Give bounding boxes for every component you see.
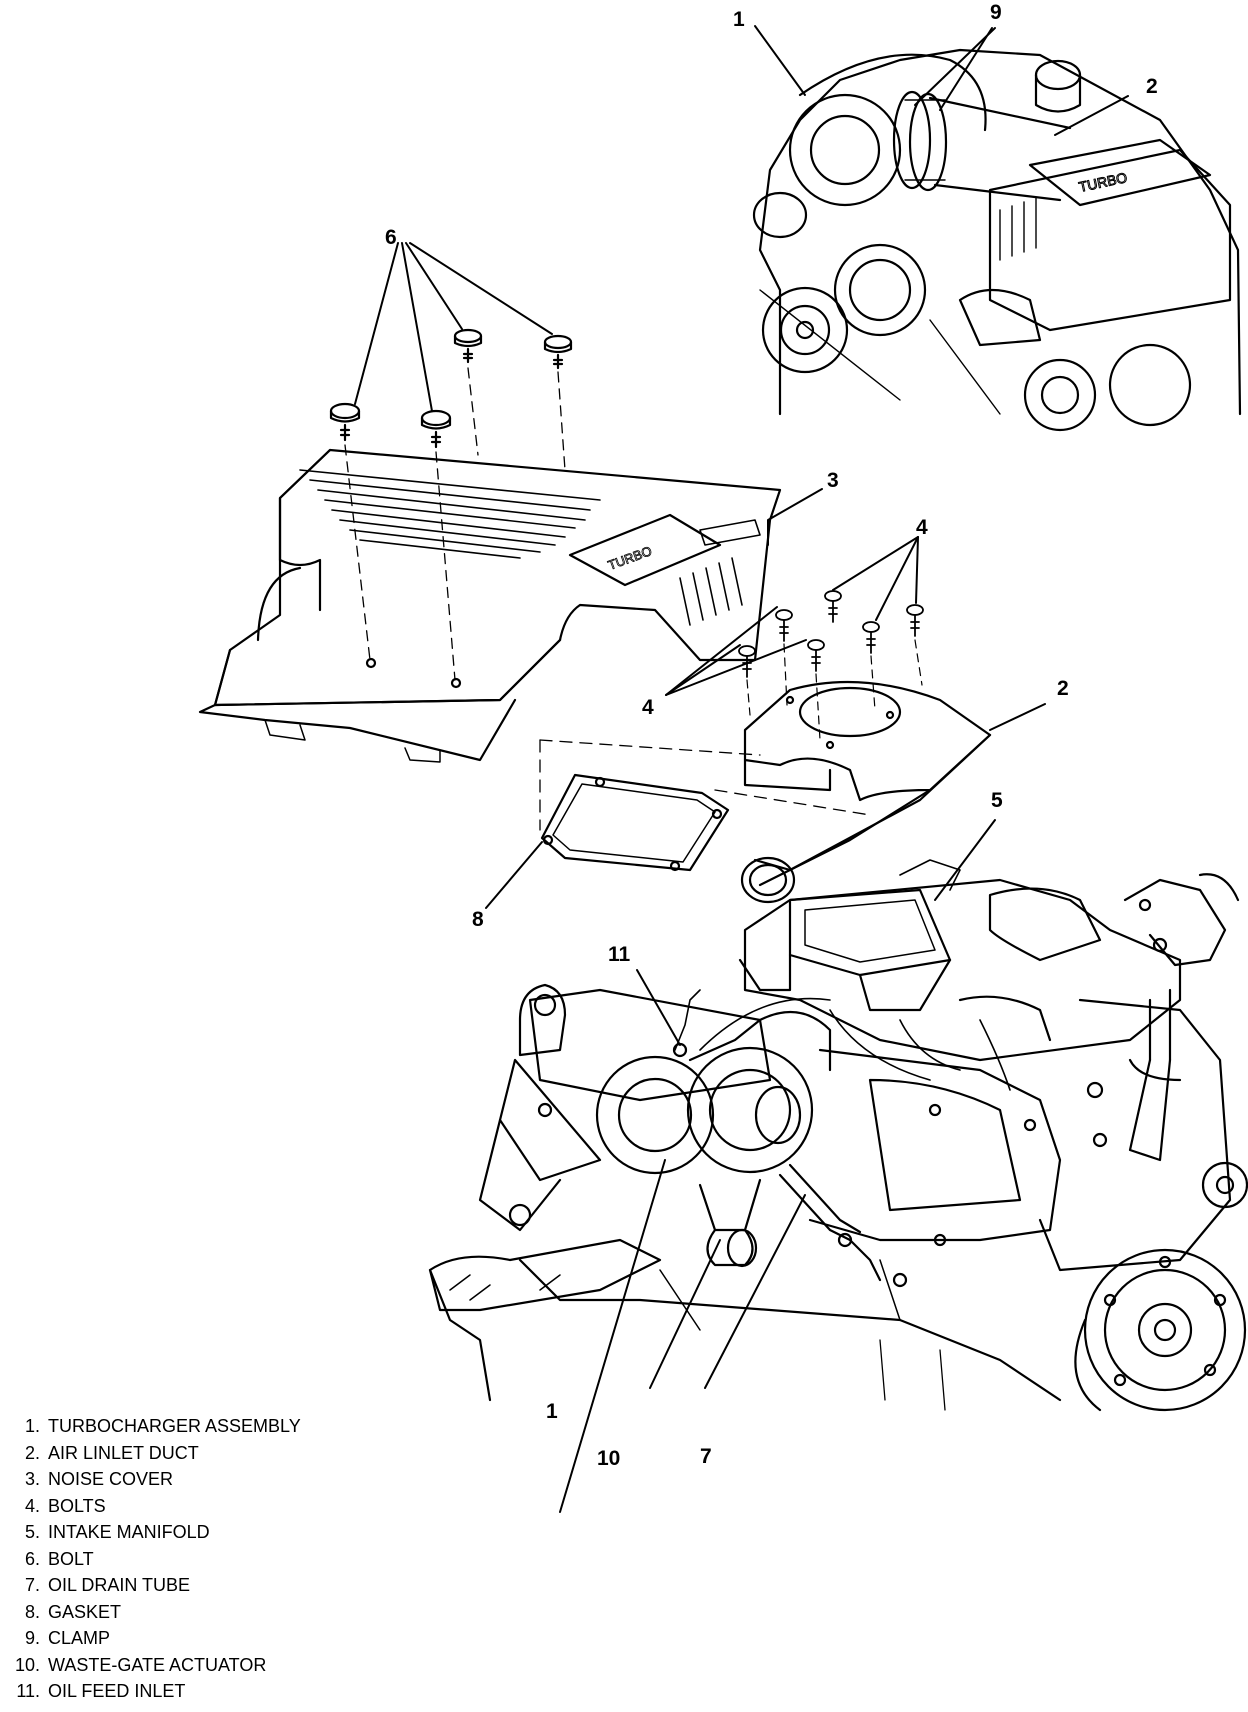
legend-number: 5. [24, 1522, 40, 1542]
legend-label: NOISE COVER [48, 1469, 174, 1489]
callout-4-right: 4 [916, 516, 928, 539]
legend-number: 2. [24, 1442, 40, 1463]
alignment-lines-6 [344, 367, 566, 681]
bolt-4a [824, 590, 842, 623]
noise-cover: TURBO [198, 448, 782, 763]
callout-2-mid: 2 [1057, 677, 1069, 700]
bolt-4f [807, 639, 825, 672]
legend-label: CLAMP [48, 1628, 111, 1648]
callout-5: 5 [991, 789, 1003, 812]
legend-label: BOLT [48, 1548, 94, 1569]
bolt-4b [862, 621, 880, 654]
svg-text:TURBO: TURBO [606, 543, 654, 573]
leader-lines [354, 25, 1129, 1513]
bolt-4d [775, 609, 793, 642]
bolt-6-group [329, 328, 573, 449]
callout-8: 8 [472, 908, 484, 931]
engine-assembly [428, 859, 1248, 1412]
legend-item: 1. TURBOCHARGER ASSEMBLY [6, 1416, 301, 1443]
alignment-lines-4 [746, 639, 923, 741]
legend-item: 8. GASKET [6, 1602, 301, 1629]
callout-9-top: 9 [990, 1, 1002, 24]
legend-label: INTAKE MANIFOLD [48, 1522, 210, 1542]
legend-item: 4. BOLTS [6, 1496, 301, 1523]
svg-text:TURBO: TURBO [1077, 169, 1128, 195]
legend-label: GASKET [48, 1601, 122, 1622]
bolt-4c [906, 604, 924, 637]
legend-item: 6. BOLT [6, 1549, 301, 1576]
legend-item: 3. NOISE COVER [6, 1469, 301, 1496]
legend-number: 7. [24, 1575, 40, 1595]
callout-1-bottom: 1 [546, 1400, 558, 1423]
callout-6: 6 [385, 226, 397, 249]
legend-number: 1. [24, 1416, 40, 1436]
callout-7: 7 [700, 1445, 712, 1468]
callout-3: 3 [827, 469, 839, 492]
legend-item: 7. OIL DRAIN TUBE [6, 1575, 301, 1602]
legend-label: WASTE-GATE ACTUATOR [48, 1654, 267, 1675]
legend-number: 11. [16, 1681, 40, 1701]
legend-number: 4. [24, 1495, 40, 1516]
bolt-4-group [738, 590, 924, 678]
legend-item: 9. CLAMP [6, 1628, 301, 1655]
legend-number: 9. [24, 1628, 40, 1648]
callout-11: 11 [608, 943, 631, 966]
callout-1-top: 1 [733, 8, 745, 31]
legend-label: AIR LINLET DUCT [48, 1442, 199, 1463]
legend-item: 2. AIR LINLET DUCT [6, 1443, 301, 1470]
legend-item: 11. OIL FEED INLET [6, 1681, 301, 1708]
legend-label: BOLTS [48, 1495, 106, 1516]
bolt-6d [543, 334, 573, 370]
parts-legend: 1. TURBOCHARGER ASSEMBLY 2. AIR LINLET DUC… [6, 1416, 301, 1708]
legend-number: 3. [24, 1469, 40, 1489]
callout-2-top: 2 [1146, 75, 1158, 98]
legend-number: 8. [24, 1601, 40, 1622]
gasket [540, 773, 730, 872]
legend-number: 6. [24, 1548, 40, 1569]
legend-item: 5. INTAKE MANIFOLD [6, 1522, 301, 1549]
bolt-6a [329, 402, 361, 442]
inset-installed-view: TURBO [752, 48, 1242, 432]
bolt-6b [420, 409, 452, 449]
legend-label: OIL DRAIN TUBE [48, 1575, 191, 1595]
callout-10: 10 [597, 1447, 621, 1470]
bolt-6c [453, 328, 483, 364]
legend-label: OIL FEED INLET [48, 1681, 186, 1701]
alignment-lines-gasket [539, 739, 871, 831]
legend-number: 10. [14, 1654, 40, 1675]
legend-label: TURBOCHARGER ASSEMBLY [48, 1416, 301, 1436]
legend-item: 10. WASTE-GATE ACTUATOR [6, 1655, 301, 1682]
callout-4-left: 4 [642, 696, 654, 719]
air-inlet-duct [740, 680, 992, 904]
